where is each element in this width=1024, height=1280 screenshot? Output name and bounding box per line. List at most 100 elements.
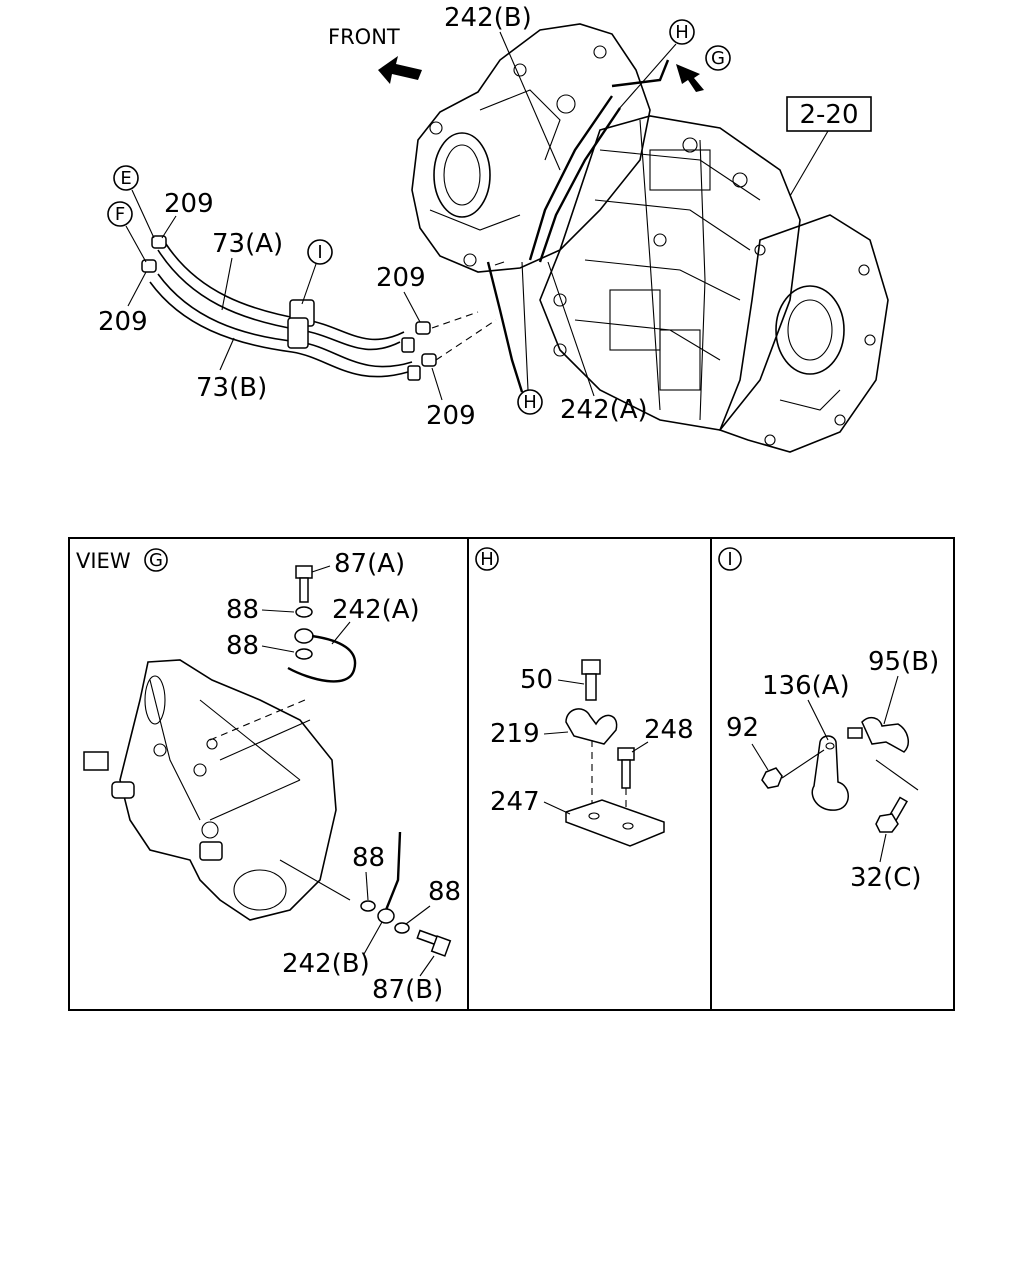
leader [431, 367, 443, 401]
case-rib [594, 199, 751, 251]
label-88-2: 88 [226, 631, 259, 661]
label-209-low: 209 [426, 401, 476, 431]
connection-line [431, 311, 479, 329]
clamp-209-e [151, 235, 167, 249]
connection-line [781, 749, 825, 779]
bolt-boss [513, 63, 527, 77]
shift-shaft-end [111, 781, 135, 799]
clamp-209-f [141, 259, 157, 273]
connection-line [279, 859, 351, 901]
leader [125, 225, 147, 263]
input-bore [433, 132, 491, 218]
panel-h-circle [475, 547, 499, 571]
callout-e-text: E [120, 168, 131, 189]
callout-h-top: H [617, 19, 695, 111]
leader [543, 801, 571, 815]
callout-h-low-text: H [523, 392, 537, 413]
shift-boss [732, 172, 748, 188]
fitting [153, 743, 167, 757]
eye-fitting-242a [294, 628, 314, 644]
callout-73b: 73(B) [196, 337, 267, 403]
main-case-outline [539, 115, 801, 431]
label-242a-top: 242(A) [560, 395, 648, 425]
label-242b-top: 242(B) [444, 3, 532, 33]
leader [301, 263, 317, 305]
callout-f: F [107, 201, 147, 263]
leader [261, 609, 295, 613]
top-cover [649, 149, 711, 191]
shift-boss [682, 137, 698, 153]
bolt-boss [764, 434, 776, 446]
label-32c: 32(C) [850, 863, 922, 893]
bolt-boss [858, 264, 870, 276]
clamp-209-low [421, 353, 437, 367]
callout-h-top-text: H [675, 22, 689, 43]
rear-housing-outline [718, 214, 889, 453]
bolt-boss [593, 45, 607, 59]
leader [219, 337, 235, 371]
pipe-242a [528, 95, 613, 261]
callout-i-text: I [317, 242, 322, 263]
callout-circle-f [107, 201, 133, 227]
transmission-assembly-illustration [411, 23, 889, 453]
panel-g-circle [144, 548, 168, 572]
label-73a: 73(A) [212, 229, 283, 259]
pipe-242a-loop [287, 634, 357, 683]
callout-e: E [113, 165, 155, 239]
bolt-248-head [617, 747, 635, 761]
fitting [193, 763, 207, 777]
bolt-boss [429, 121, 443, 135]
case-rib [574, 319, 721, 361]
nut-92 [761, 767, 783, 789]
output-bore-inner [787, 299, 833, 361]
ref-box-text: 2-20 [799, 100, 858, 130]
bolt-248-shank [621, 759, 631, 789]
panel-view-g: VIEW G 87(A) 8 [76, 548, 461, 1005]
clamp-209-mid [415, 321, 431, 335]
bracket-stud [847, 727, 863, 739]
label-219: 219 [490, 719, 540, 749]
bolt-87a-shank [299, 577, 309, 603]
callout-209-f: 209 [98, 271, 148, 337]
hose-end-a [401, 337, 415, 353]
hose-73a-a [157, 249, 401, 351]
leader [261, 645, 295, 653]
case-rib [599, 149, 761, 201]
label-88-3: 88 [352, 843, 385, 873]
bolt-boss [864, 334, 876, 346]
hose-clip [287, 317, 309, 349]
pipe-242a-edge [538, 107, 621, 263]
housing-port [144, 675, 166, 725]
callout-209-low: 209 [426, 367, 476, 431]
shift-shaft-end [83, 751, 109, 771]
case-rib [584, 259, 741, 301]
side-cover [609, 289, 661, 351]
output-bore [775, 285, 845, 375]
clamp-hole [825, 742, 835, 750]
leader [311, 565, 331, 573]
callout-circle-i [307, 239, 333, 265]
clamp-136a [811, 735, 849, 811]
panel-i-circle [718, 547, 742, 571]
leader [161, 215, 177, 239]
callout-circle-e [113, 165, 139, 191]
leader [403, 291, 421, 323]
leader [883, 675, 899, 725]
leader [499, 31, 561, 171]
ref-box-frame [786, 96, 872, 132]
panel-i-circle-text: I [727, 549, 732, 570]
label-87b: 87(B) [372, 975, 443, 1005]
label-92: 92 [726, 713, 759, 743]
bolt-32c-head [875, 813, 899, 833]
label-136a: 136(A) [762, 671, 850, 701]
panel-g-title: VIEW [76, 549, 131, 573]
connection-line [435, 319, 497, 361]
leader [221, 257, 233, 311]
washer-88-top [295, 606, 313, 618]
bell-housing-outline [411, 23, 651, 273]
front-arrow-icon [378, 56, 422, 84]
hose-73a-b [165, 243, 405, 341]
g-view-arrow: G [676, 45, 731, 92]
boss [556, 94, 576, 114]
label-248: 248 [644, 715, 694, 745]
